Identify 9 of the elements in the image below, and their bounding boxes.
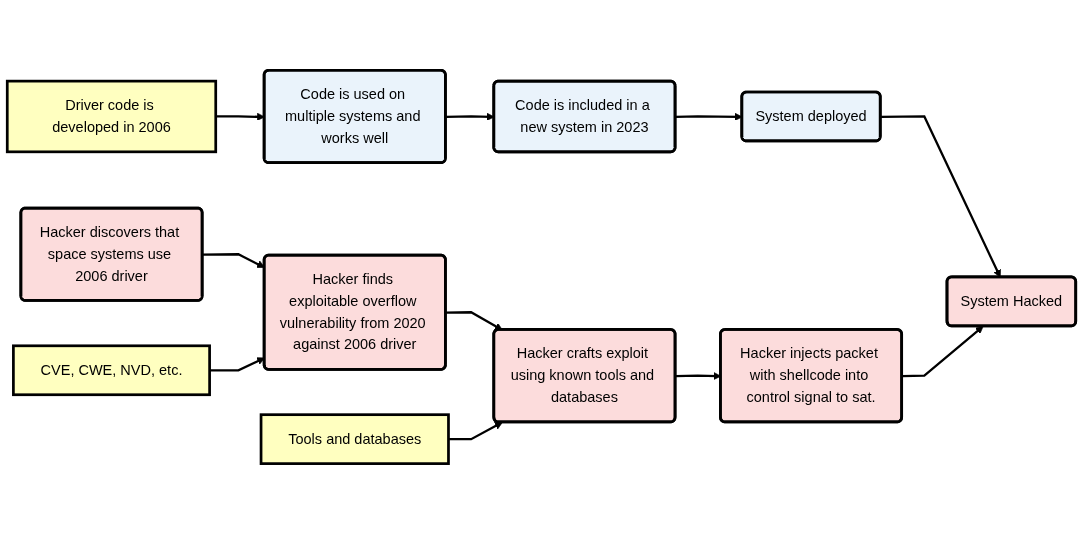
arrow xyxy=(448,422,503,441)
arrow xyxy=(445,311,503,331)
arrow xyxy=(209,357,265,372)
node-box: CVE, CWE, NVD, etc. xyxy=(12,344,211,397)
arrow xyxy=(215,112,265,121)
arrow xyxy=(202,253,265,268)
node-box: Tools and databases xyxy=(259,413,450,466)
arrow xyxy=(902,326,984,378)
node-box: Driver code is developed in 2006 xyxy=(5,79,218,154)
